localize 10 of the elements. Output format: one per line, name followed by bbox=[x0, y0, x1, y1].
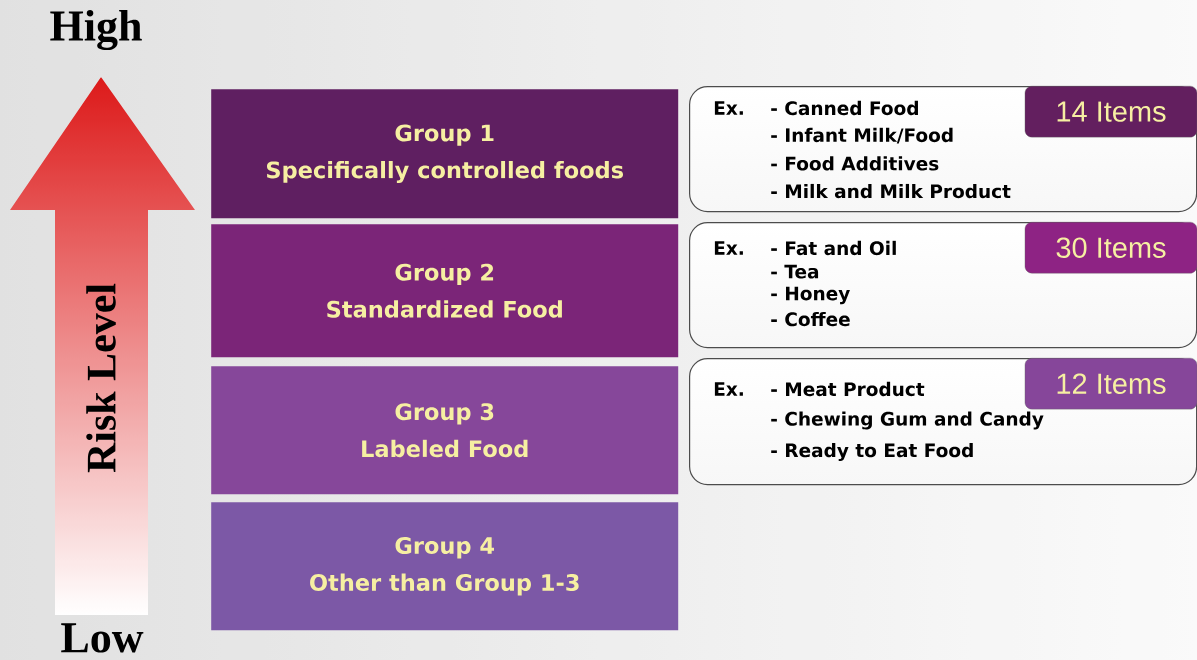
scale-label: High bbox=[50, 9, 142, 51]
count-badge: 14 Items bbox=[1024, 86, 1197, 138]
group-box: Group 2 Standardized Food bbox=[211, 224, 679, 358]
scale-label: Low bbox=[61, 623, 144, 653]
risk-arrow: Risk Level bbox=[86, 283, 116, 473]
group-box: Group 3 Labeled Food bbox=[211, 366, 679, 495]
group-box: Group 4 Other than Group 1-3 bbox=[211, 502, 679, 631]
group-box: Group 1 Specifically controlled foods bbox=[211, 89, 679, 219]
count-badge: 12 Items bbox=[1024, 358, 1197, 410]
count-badge: 30 Items bbox=[1024, 222, 1197, 274]
